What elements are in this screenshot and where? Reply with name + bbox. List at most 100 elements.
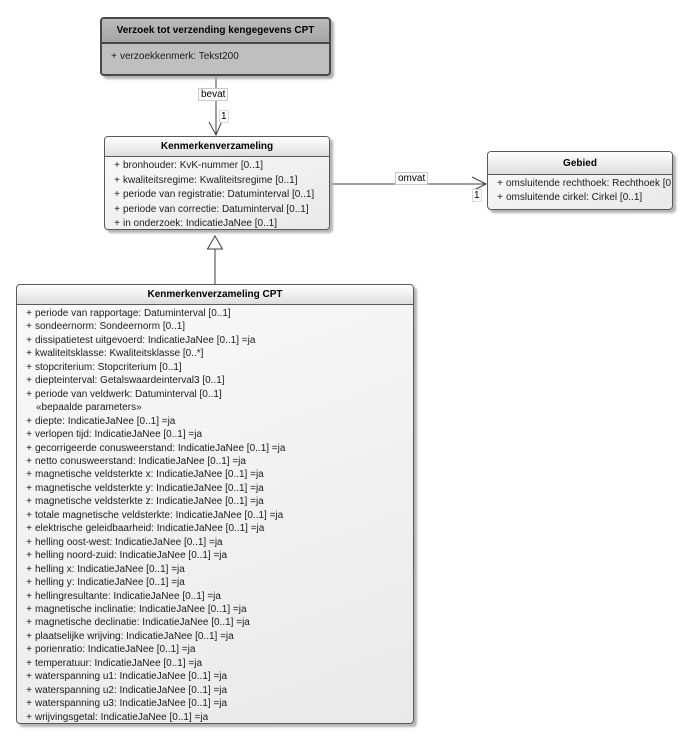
- visibility-public-icon: +: [26, 415, 32, 427]
- visibility-public-icon: +: [26, 429, 32, 441]
- attribute-text: omsluitende cirkel: Cirkel [0..1]: [506, 192, 643, 203]
- visibility-public-icon: +: [26, 388, 32, 400]
- attribute-row: +wrijvingsgetal: IndicatieJaNee [0..1] =…: [19, 711, 409, 723]
- stereotype-row: «bepaalde parameters»: [19, 401, 409, 414]
- visibility-public-icon: +: [26, 455, 32, 467]
- attribute-row: +diepteinterval: Getalswaardeinterval3 […: [19, 374, 409, 387]
- attribute-text: porienratio: IndicatieJaNee [0..1] =ja: [35, 644, 196, 656]
- visibility-public-icon: +: [26, 617, 32, 629]
- attribute-text: kwaliteitsregime: Kwaliteitsregime [0..1…: [123, 174, 298, 186]
- attribute-row: +sondeernorm: Sondeernorm [0..1]: [19, 320, 409, 333]
- visibility-public-icon: +: [26, 334, 32, 346]
- attribute-row: +periode van veldwerk: Datuminterval [0.…: [19, 388, 409, 401]
- attribute-text: verzoekkenmerk: Tekst200: [120, 51, 239, 62]
- visibility-public-icon: +: [26, 375, 32, 387]
- visibility-public-icon: +: [114, 174, 120, 186]
- attribute-text: helling oost-west: IndicatieJaNee [0..1]…: [35, 536, 223, 548]
- class-title: Gebied: [488, 152, 672, 175]
- class-kenmerkenverzameling-cpt: Kenmerkenverzameling CPT +periode van ra…: [16, 284, 414, 724]
- attribute-row: +helling x: IndicatieJaNee [0..1] =ja: [19, 563, 409, 576]
- attribute-row: +magnetische veldsterkte y: IndicatieJaN…: [19, 482, 409, 495]
- attribute-text: magnetische veldsterkte z: IndicatieJaNe…: [35, 496, 264, 508]
- attribute-row: +elektrische geleidbaarheid: IndicatieJa…: [19, 522, 409, 535]
- visibility-public-icon: +: [26, 644, 32, 656]
- connector-bevat: [208, 76, 223, 137]
- visibility-public-icon: +: [26, 348, 32, 360]
- attribute-text: helling noord-zuid: IndicatieJaNee [0..1…: [35, 550, 228, 562]
- attribute-row: +kwaliteitsregime: Kwaliteitsregime [0..…: [107, 174, 325, 189]
- attribute-row: +stopcriterium: Stopcriterium [0..1]: [19, 361, 409, 374]
- connector-generalization: [206, 234, 224, 284]
- visibility-public-icon: +: [114, 218, 120, 229]
- attribute-text: periode van rapportage: Datuminterval [0…: [35, 308, 231, 319]
- visibility-public-icon: +: [497, 178, 503, 189]
- multiplicity-omvat: 1: [472, 189, 482, 202]
- attribute-text: waterspanning u1: IndicatieJaNee [0..1] …: [35, 671, 228, 683]
- class-title: Verzoek tot verzending kengegevens CPT: [102, 19, 329, 44]
- attribute-row: +diepte: IndicatieJaNee [0..1] =ja: [19, 415, 409, 428]
- attribute-row: +netto conusweerstand: IndicatieJaNee [0…: [19, 455, 409, 468]
- attribute-text: verlopen tijd: IndicatieJaNee [0..1] =ja: [35, 429, 203, 441]
- attribute-text: waterspanning u3: IndicatieJaNee [0..1] …: [35, 698, 228, 710]
- visibility-public-icon: +: [26, 321, 32, 333]
- attribute-row: +omsluitende cirkel: Cirkel [0..1]: [490, 191, 668, 205]
- attribute-row: +magnetische veldsterkte x: IndicatieJaN…: [19, 468, 409, 481]
- class-gebied: Gebied +omsluitende rechthoek: Rechthoek…: [487, 151, 673, 210]
- attribute-row: +magnetische inclinatie: IndicatieJaNee …: [19, 603, 409, 616]
- attribute-text: periode van registratie: Datuminterval […: [123, 189, 315, 200]
- visibility-public-icon: +: [26, 684, 32, 696]
- attribute-text: gecorrigeerde conusweerstand: IndicatieJ…: [35, 442, 286, 454]
- attribute-row: +hellingresultante: IndicatieJaNee [0..1…: [19, 590, 409, 603]
- attribute-row: +helling oost-west: IndicatieJaNee [0..1…: [19, 536, 409, 549]
- attribute-text: magnetische veldsterkte y: IndicatieJaNe…: [35, 482, 264, 494]
- attribute-text: temperatuur: IndicatieJaNee [0..1] =ja: [35, 657, 203, 669]
- attribute-text: magnetische inclinatie: IndicatieJaNee […: [35, 603, 247, 615]
- attribute-row: +waterspanning u3: IndicatieJaNee [0..1]…: [19, 697, 409, 710]
- attribute-text: diepte: IndicatieJaNee [0..1] =ja: [35, 415, 176, 427]
- attribute-row: +helling y: IndicatieJaNee [0..1] =ja: [19, 576, 409, 589]
- open-arrowhead-down-icon: [208, 120, 223, 137]
- attribute-text: in onderzoek: IndicatieJaNee [0..1]: [123, 218, 277, 229]
- visibility-public-icon: +: [26, 698, 32, 710]
- visibility-public-icon: +: [26, 496, 32, 508]
- visibility-public-icon: +: [26, 361, 32, 373]
- visibility-public-icon: +: [26, 630, 32, 642]
- class-kenmerkenverzameling: Kenmerkenverzameling +bronhouder: KvK-nu…: [104, 136, 330, 230]
- attribute-text: plaatselijke wrijving: IndicatieJaNee [0…: [35, 630, 234, 642]
- attribute-row: +periode van rapportage: Datuminterval […: [19, 307, 409, 320]
- attribute-row: +omsluitende rechthoek: Rechthoek [0..1]: [490, 177, 672, 191]
- attribute-row: +periode van correctie: Datuminterval [0…: [107, 203, 325, 218]
- attribute-row: +totale magnetische veldsterkte: Indicat…: [19, 509, 409, 522]
- visibility-public-icon: +: [114, 203, 120, 215]
- attribute-row: +temperatuur: IndicatieJaNee [0..1] =ja: [19, 657, 409, 670]
- visibility-public-icon: +: [26, 671, 32, 683]
- attribute-row: +magnetische declinatie: IndicatieJaNee …: [19, 616, 409, 629]
- visibility-public-icon: +: [26, 469, 32, 481]
- stereotype-text: «bepaalde parameters»: [36, 402, 142, 414]
- attribute-text: magnetische declinatie: IndicatieJaNee […: [35, 617, 250, 629]
- attribute-row: +gecorrigeerde conusweerstand: Indicatie…: [19, 442, 409, 455]
- attribute-row: +verzoekkenmerk: Tekst200: [104, 50, 325, 64]
- attribute-text: diepteinterval: Getalswaardeinterval3 [0…: [35, 375, 225, 387]
- visibility-public-icon: +: [26, 308, 32, 319]
- attribute-row: +helling noord-zuid: IndicatieJaNee [0..…: [19, 549, 409, 562]
- class-title: Kenmerkenverzameling: [105, 137, 329, 157]
- edge-label-bevat: bevat: [198, 88, 229, 101]
- visibility-public-icon: +: [26, 523, 32, 535]
- visibility-public-icon: +: [26, 482, 32, 494]
- attribute-text: waterspanning u2: IndicatieJaNee [0..1] …: [35, 684, 228, 696]
- attribute-text: totale magnetische veldsterkte: Indicati…: [35, 509, 284, 521]
- visibility-public-icon: +: [26, 536, 32, 548]
- class-attributes: +verzoekkenmerk: Tekst200: [102, 44, 329, 64]
- attribute-row: +waterspanning u1: IndicatieJaNee [0..1]…: [19, 670, 409, 683]
- visibility-public-icon: +: [114, 160, 120, 171]
- visibility-public-icon: +: [497, 192, 503, 203]
- attribute-row: +plaatselijke wrijving: IndicatieJaNee […: [19, 630, 409, 643]
- edge-label-omvat: omvat: [395, 172, 429, 185]
- attribute-text: periode van correctie: Datuminterval [0.…: [123, 203, 309, 215]
- class-attributes: +bronhouder: KvK-nummer [0..1]+kwaliteit…: [105, 157, 329, 229]
- class-attributes: +omsluitende rechthoek: Rechthoek [0..1]…: [488, 175, 672, 205]
- attribute-text: netto conusweerstand: IndicatieJaNee [0.…: [35, 455, 246, 467]
- attribute-row: +magnetische veldsterkte z: IndicatieJaN…: [19, 495, 409, 508]
